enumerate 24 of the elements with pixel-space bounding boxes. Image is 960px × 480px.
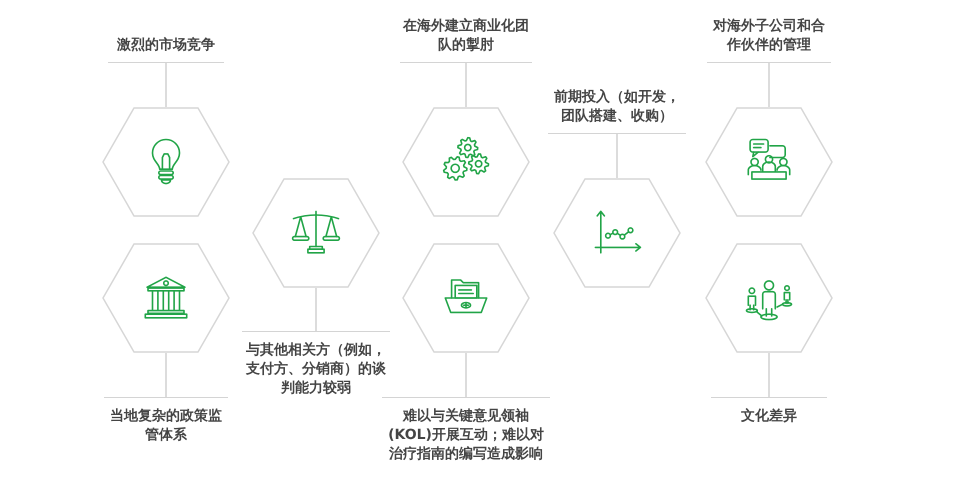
label-text: 激烈的市场竞争 xyxy=(116,36,216,55)
connector-line xyxy=(315,288,317,331)
label-text: 对海外子公司和合作伙伴的管理 xyxy=(712,17,826,55)
hexagon-frame xyxy=(252,178,380,288)
hexagon-frame xyxy=(705,107,833,217)
hexagon-frame xyxy=(402,107,530,217)
label-text: 前期投入（如开发，团队搭建、收购） xyxy=(553,88,681,126)
label-text: 文化差异 xyxy=(740,407,798,426)
connector-line xyxy=(465,353,467,397)
connector-line xyxy=(465,63,467,107)
hexagon-frame xyxy=(102,243,230,353)
hexagon-frame xyxy=(102,107,230,217)
hexagon-frame xyxy=(553,178,681,288)
connector-line xyxy=(768,63,770,107)
hexagon-frame xyxy=(705,243,833,353)
connector-line xyxy=(165,353,167,397)
connector-line xyxy=(768,353,770,397)
label-text: 与其他相关方（例如，支付方、分销商）的谈判能力较弱 xyxy=(245,341,387,398)
connector-line xyxy=(165,63,167,107)
label-text: 当地复杂的政策监管体系 xyxy=(109,407,223,445)
label-text: 难以与关键意见领袖(KOL)开展互动；难以对治疗指南的编写造成影响 xyxy=(387,407,545,464)
connector-line xyxy=(616,134,618,178)
label-text: 在海外建立商业化团队的掣肘 xyxy=(402,17,530,55)
hexagon-frame xyxy=(402,243,530,353)
